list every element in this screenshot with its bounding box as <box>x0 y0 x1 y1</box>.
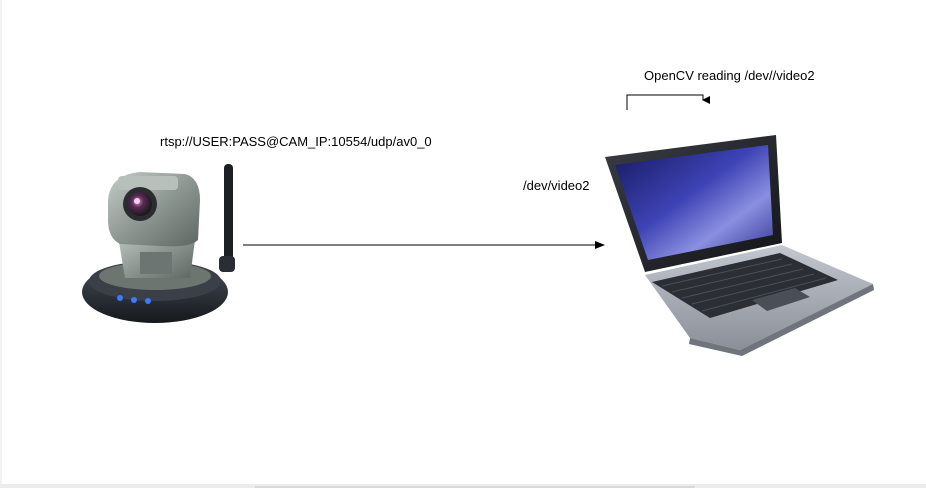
opencv-note-label: OpenCV reading /dev//video2 <box>644 68 815 83</box>
device-path-label: /dev/video2 <box>523 178 590 193</box>
opencv-loop-arrow <box>626 94 710 110</box>
rtsp-url-label: rtsp://USER:PASS@CAM_IP:10554/udp/av0_0 <box>160 134 432 149</box>
frame-scrollbar <box>255 486 695 488</box>
ip-camera-icon <box>82 164 235 323</box>
laptop-icon <box>605 135 874 356</box>
frame-edge-left <box>0 0 2 488</box>
